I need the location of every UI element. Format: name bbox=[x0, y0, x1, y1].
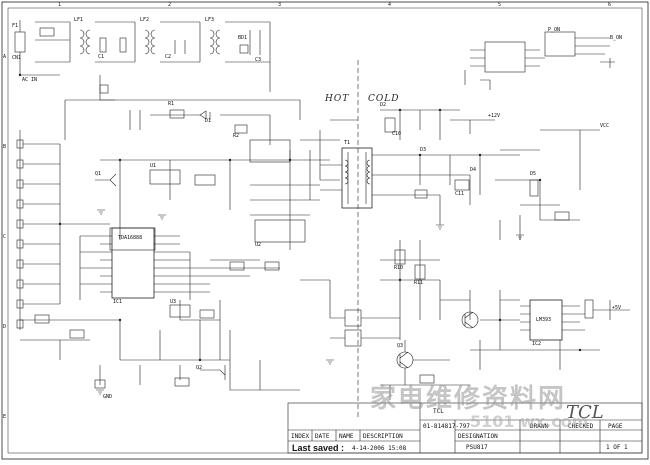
secondary-outputs bbox=[380, 109, 600, 240]
component-label: C1 bbox=[98, 54, 105, 60]
column-marker: 2 bbox=[168, 2, 172, 8]
row-marker: E bbox=[3, 414, 7, 420]
component-label: Q2 bbox=[196, 365, 203, 371]
last-saved-label: Last saved : bbox=[292, 443, 345, 453]
column-marker: 4 bbox=[388, 2, 392, 8]
input-filter-section bbox=[14, 20, 271, 101]
component-label: IC1 bbox=[113, 299, 123, 305]
right-comparator-ic bbox=[470, 290, 630, 370]
watermark-chinese: 家电维修资料网 bbox=[370, 384, 567, 414]
right-ic-name: LM393 bbox=[536, 317, 552, 323]
component-label: D3 bbox=[420, 147, 427, 153]
component-label: U2 bbox=[255, 242, 262, 248]
brand-logo: TCL bbox=[566, 402, 604, 423]
component-label: C3 bbox=[255, 57, 262, 63]
component-label: GND bbox=[103, 394, 113, 400]
component-label: D1 bbox=[205, 118, 212, 124]
component-label: VCC bbox=[600, 123, 610, 129]
component-label: +5V bbox=[612, 305, 622, 311]
checked-label: CHECKED bbox=[568, 423, 594, 430]
column-marker: 1 bbox=[58, 2, 62, 8]
page-value: 1 OF 1 bbox=[606, 444, 628, 451]
component-label: T1 bbox=[344, 140, 351, 146]
brand-caption: TCL bbox=[433, 408, 444, 415]
component-label: D5 bbox=[530, 171, 537, 177]
component-label: R11 bbox=[414, 280, 424, 286]
title-block-frame bbox=[287, 402, 643, 454]
standby-control-block bbox=[464, 31, 615, 90]
component-label: BD1 bbox=[238, 35, 248, 41]
page-label: PAGE bbox=[608, 423, 623, 430]
component-label: B_ON bbox=[610, 35, 623, 41]
row-marker: B bbox=[3, 144, 7, 150]
main-transformer bbox=[320, 147, 400, 209]
component-label: Q3 bbox=[397, 343, 404, 349]
component-label: CN1 bbox=[12, 55, 22, 61]
row-marker: D bbox=[3, 324, 7, 330]
feedback-section bbox=[300, 240, 471, 347]
component-label: LF3 bbox=[205, 17, 215, 23]
column-marker: 5 bbox=[498, 2, 502, 8]
bottom-right-drivers bbox=[380, 311, 479, 400]
rev-header-description: DESCRIPTION bbox=[363, 433, 403, 440]
component-label: +12V bbox=[488, 113, 501, 119]
designation-label: DESIGNATION bbox=[458, 433, 498, 440]
component-label: D2 bbox=[380, 102, 387, 108]
rev-header-date: DATE bbox=[315, 433, 330, 440]
drawn-label: DRAWN bbox=[530, 423, 549, 430]
last-saved-value: 4-14-2006 15:08 bbox=[352, 445, 407, 452]
row-marker: C bbox=[3, 234, 7, 240]
component-label: P_ON bbox=[548, 27, 561, 33]
column-marker: 6 bbox=[608, 2, 612, 8]
watermark-url: 5101 wx.com bbox=[470, 412, 589, 431]
main-pwm-ic bbox=[79, 227, 280, 300]
component-label: F1 bbox=[12, 23, 19, 29]
component-label: Q1 bbox=[95, 171, 102, 177]
row-marker: A bbox=[3, 54, 7, 60]
rev-header-name: NAME bbox=[339, 433, 354, 440]
component-label: D4 bbox=[470, 167, 477, 173]
standby-section bbox=[20, 300, 300, 391]
doc-number: 01-814817-797 bbox=[423, 423, 470, 430]
component-label: IC2 bbox=[532, 341, 542, 347]
cold-label: COLD bbox=[368, 94, 400, 104]
component-label: C10 bbox=[392, 131, 402, 137]
main-ic-name: TDA16888 bbox=[118, 235, 143, 241]
hot-label: HOT bbox=[325, 94, 350, 104]
component-label: R2 bbox=[233, 133, 240, 139]
left-connector-column bbox=[16, 130, 110, 330]
component-label: U3 bbox=[170, 299, 177, 305]
column-marker: 3 bbox=[278, 2, 282, 8]
component-label: AC IN bbox=[22, 77, 38, 83]
junction-dots bbox=[18, 73, 582, 362]
component-label: LF1 bbox=[74, 17, 84, 23]
component-label: R1 bbox=[168, 101, 175, 107]
component-label: LF2 bbox=[140, 17, 150, 23]
rev-header-index: INDEX bbox=[291, 433, 310, 440]
component-label: C2 bbox=[165, 54, 172, 60]
pfc-section bbox=[64, 99, 358, 250]
component-label: U1 bbox=[150, 163, 157, 169]
designation-value: PSU817 bbox=[466, 444, 488, 451]
ground-symbols bbox=[96, 209, 524, 395]
component-label: R10 bbox=[394, 265, 404, 271]
component-label: C11 bbox=[455, 191, 465, 197]
